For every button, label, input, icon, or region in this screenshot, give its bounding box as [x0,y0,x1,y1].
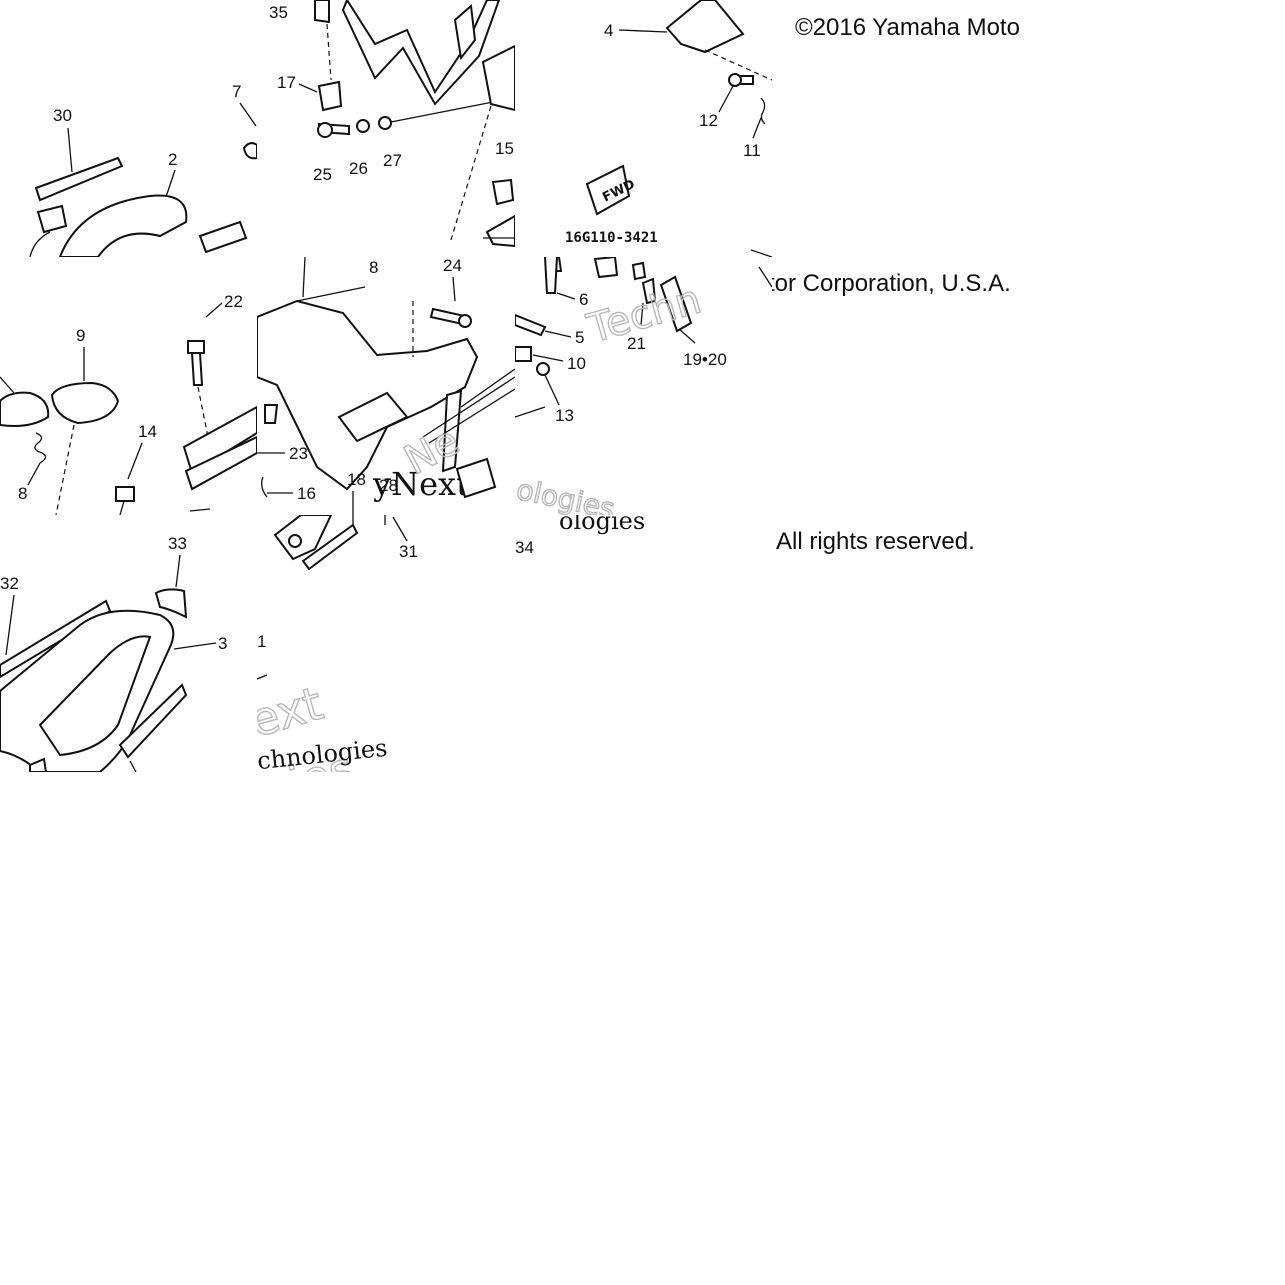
watermark-ologies-serif: ologies [559,515,645,535]
callout-28: 28 [379,476,398,495]
part-17-bracket [317,80,343,112]
callout-35: 35 [269,3,288,22]
callout-11: 11 [743,141,761,160]
callout-15: 15 [495,139,514,158]
callout-34-visible: 34 [515,538,534,557]
callout-23: 23 [289,444,308,463]
diagram-tile-bottom-left: 33 32 3 [0,515,257,772]
diagram-overflow-strip: 34 ologies [515,515,675,557]
callout-32: 32 [0,574,19,593]
diagram-tile-bottom-middle: 31 1 ext ogies chnologies [257,515,515,772]
callout-4: 4 [604,21,613,40]
copyright-line-2-clip: tor Corporation, U.S.A. [768,270,1038,302]
callout-13: 13 [555,406,574,425]
diagram-tile-top-left: 30 2 7 [0,0,257,257]
callout-26: 26 [349,159,368,178]
watermark-ologies: ologies [515,473,618,515]
callout-3: 3 [218,634,227,653]
callout-8-lower: 8 [18,484,27,503]
copyright-line-1-clip: ©2016 Yamaha Moto [795,14,1027,46]
part-2-fender [58,194,188,257]
copyright-line-1: ©2016 Yamaha Moto [795,14,1020,41]
callout-17: 17 [277,73,296,92]
callout-14: 14 [138,422,157,441]
callout-19-20: 19•20 [683,350,727,369]
callout-10: 10 [567,354,586,373]
part-fairing-upper [341,0,501,106]
fwd-decal [585,164,631,216]
callout-8-upper: 8 [369,258,378,277]
callout-18: 18 [347,470,366,489]
watermark-ext: ext [257,676,329,748]
callout-33: 33 [168,534,187,553]
callout-5: 5 [575,328,584,347]
copyright-line-2: tor Corporation, U.S.A. [768,270,1011,297]
callout-7: 7 [232,82,241,101]
diagram-tile-middle-left: 9 8 22 14 [0,257,257,515]
diagram-tile-middle-right: 6 5 10 13 21 19•20 Techn ologies 34 [515,257,772,515]
callout-22: 22 [224,292,243,311]
part-number-label: 16G110-3421 [565,230,658,246]
copyright-line-3: All rights reserved. [776,528,975,555]
part-33-cap [154,588,188,619]
diagram-tile-top-right: 4 12 11 FWD 16G110-3421 [515,0,772,257]
callout-25: 25 [313,165,332,184]
diagram-tile-center: 8 24 23 16 18 yNext 28 Ne [257,257,515,515]
watermark-vnext: yNext [372,465,469,503]
part-30-strip [34,156,124,202]
part-4-bracket [665,0,745,54]
callout-1: 1 [257,632,266,651]
callout-30: 30 [53,106,72,125]
callout-24: 24 [443,257,462,275]
callout-9: 9 [76,326,85,345]
callout-16: 16 [297,484,316,503]
part-9-pad [50,381,120,425]
callout-21: 21 [627,334,646,353]
callout-6: 6 [579,290,588,309]
callout-2: 2 [168,150,177,169]
callout-31: 31 [399,542,418,561]
callout-27: 27 [383,151,402,170]
diagram-tile-top-middle: 35 17 25 26 27 15 [257,0,515,257]
callout-12: 12 [699,111,718,130]
